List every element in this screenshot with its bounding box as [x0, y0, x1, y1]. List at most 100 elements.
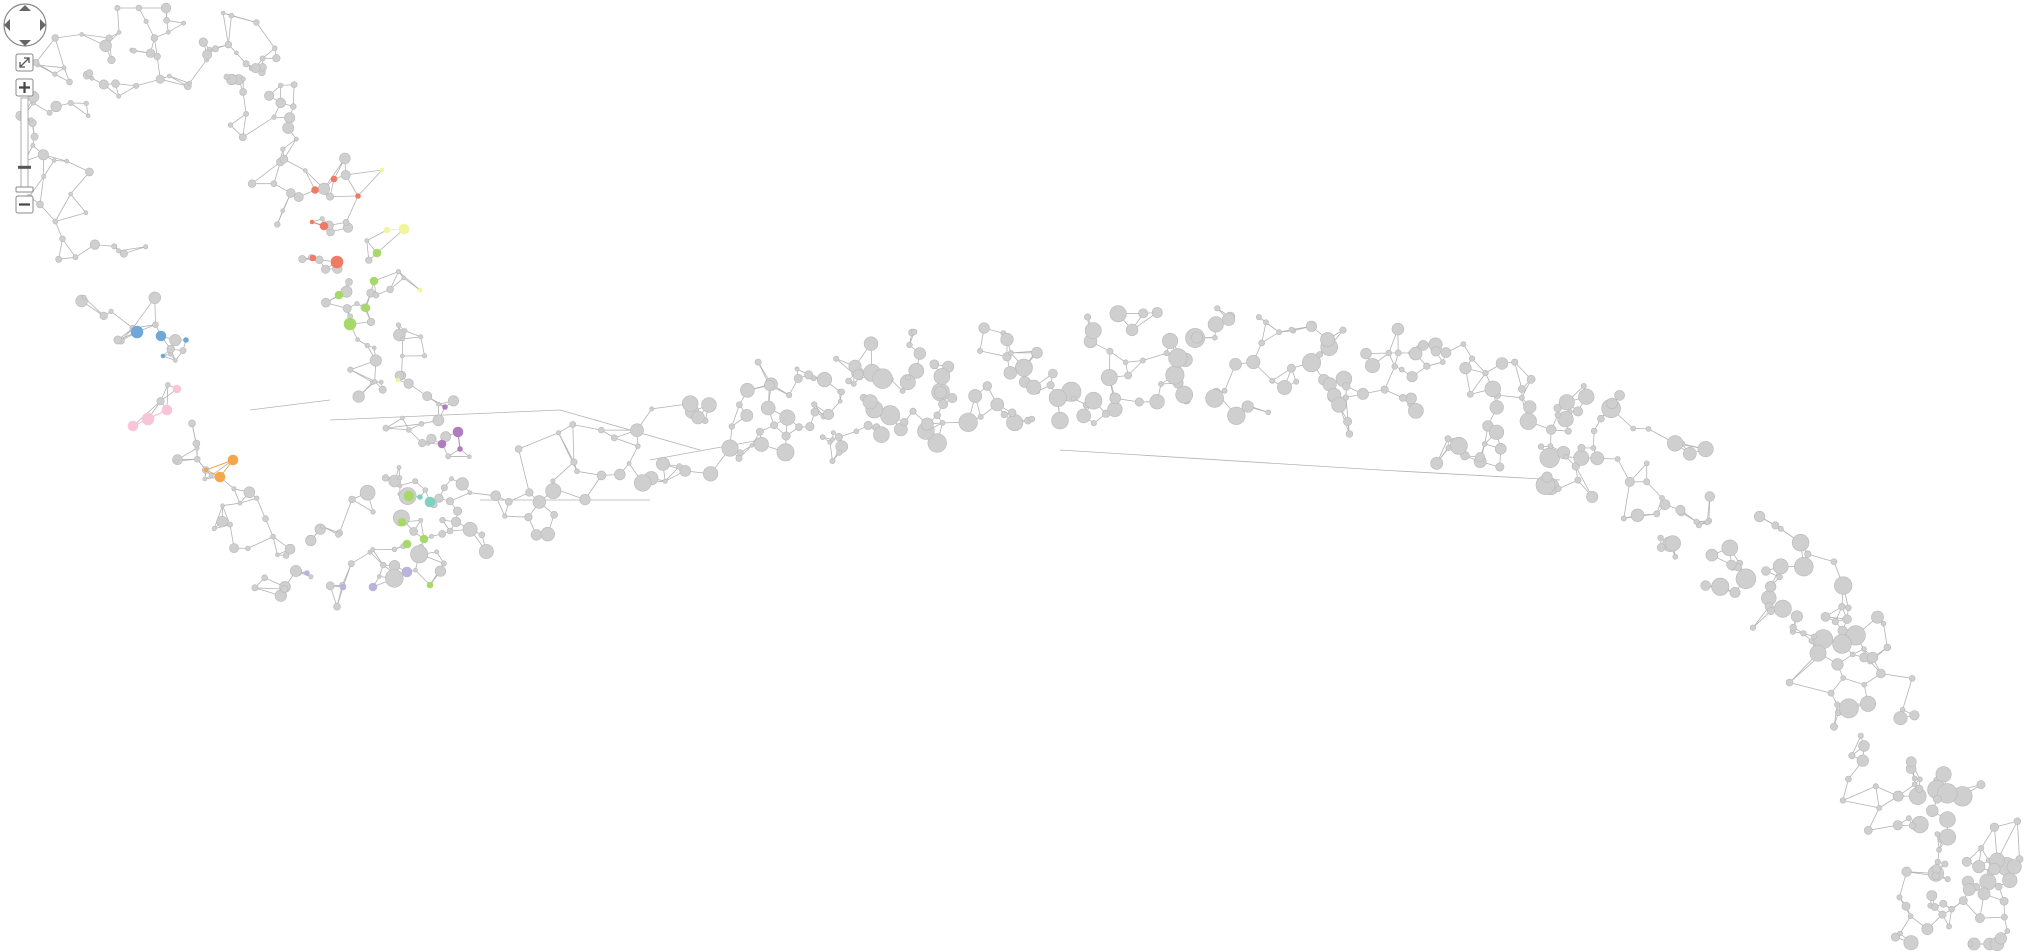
- graph-node-yellow[interactable]: [395, 377, 401, 383]
- graph-node[interactable]: [270, 533, 276, 540]
- graph-node[interactable]: [1573, 449, 1590, 466]
- graph-node[interactable]: [1845, 775, 1852, 783]
- graph-node[interactable]: [1830, 722, 1838, 731]
- graph-node[interactable]: [165, 29, 171, 35]
- graph-node[interactable]: [1979, 873, 1997, 891]
- graph-node[interactable]: [1101, 409, 1111, 418]
- graph-node[interactable]: [370, 509, 376, 515]
- graph-node[interactable]: [348, 495, 356, 504]
- graph-node[interactable]: [1735, 568, 1757, 589]
- graph-node[interactable]: [1320, 332, 1335, 347]
- graph-node[interactable]: [55, 255, 63, 263]
- graph-node[interactable]: [315, 255, 324, 264]
- graph-node[interactable]: [1109, 392, 1121, 404]
- graph-node[interactable]: [1989, 822, 1999, 832]
- graph-node[interactable]: [111, 79, 120, 88]
- graph-node[interactable]: [545, 482, 562, 499]
- graph-node[interactable]: [490, 490, 502, 502]
- graph-node[interactable]: [451, 516, 462, 528]
- graph-node[interactable]: [165, 382, 171, 388]
- graph-node[interactable]: [262, 515, 269, 523]
- graph-node[interactable]: [335, 531, 342, 538]
- graph-node[interactable]: [1939, 899, 1948, 908]
- graph-node[interactable]: [98, 79, 109, 90]
- graph-node[interactable]: [1518, 394, 1525, 401]
- graph-node[interactable]: [440, 560, 447, 567]
- graph-node[interactable]: [596, 470, 607, 481]
- graph-node[interactable]: [793, 373, 803, 383]
- graph-node[interactable]: [409, 527, 418, 536]
- graph-node[interactable]: [740, 382, 755, 398]
- graph-node[interactable]: [1976, 780, 1986, 789]
- graph-node[interactable]: [911, 328, 918, 336]
- graph-node[interactable]: [371, 345, 377, 351]
- graph-node[interactable]: [1258, 339, 1265, 347]
- graph-node[interactable]: [224, 40, 233, 49]
- graph-node[interactable]: [422, 391, 433, 402]
- graph-node[interactable]: [1857, 732, 1864, 739]
- graph-node[interactable]: [376, 574, 382, 579]
- graph-node[interactable]: [1931, 864, 1942, 874]
- graph-node-lime[interactable]: [369, 276, 379, 286]
- graph-node[interactable]: [370, 547, 376, 553]
- graph-node[interactable]: [1577, 443, 1586, 452]
- graph-node[interactable]: [1831, 658, 1844, 671]
- graph-node-yellow[interactable]: [417, 287, 423, 293]
- graph-node[interactable]: [1614, 390, 1625, 401]
- graph-node[interactable]: [2002, 872, 2018, 889]
- graph-node[interactable]: [1109, 305, 1127, 323]
- graph-node[interactable]: [1163, 350, 1170, 357]
- graph-node[interactable]: [395, 269, 401, 275]
- graph-node[interactable]: [1398, 366, 1405, 373]
- arrow-right-icon[interactable]: [40, 19, 46, 31]
- graph-node[interactable]: [1785, 678, 1794, 687]
- graph-node[interactable]: [1449, 436, 1468, 455]
- graph-node[interactable]: [160, 2, 172, 14]
- graph-node[interactable]: [900, 418, 909, 427]
- graph-node[interactable]: [1191, 331, 1203, 344]
- graph-node[interactable]: [1909, 710, 1920, 721]
- graph-node[interactable]: [1406, 371, 1418, 383]
- graph-node[interactable]: [282, 122, 295, 134]
- graph-node[interactable]: [1905, 815, 1912, 822]
- graph-node[interactable]: [320, 524, 325, 529]
- graph-node[interactable]: [434, 493, 444, 503]
- graph-node[interactable]: [781, 431, 791, 441]
- graph-node[interactable]: [72, 254, 79, 261]
- graph-node[interactable]: [2006, 859, 2022, 875]
- graph-node[interactable]: [1830, 558, 1838, 566]
- graph-node[interactable]: [1288, 326, 1295, 333]
- graph-node[interactable]: [439, 516, 446, 524]
- graph-node[interactable]: [1090, 420, 1097, 427]
- graph-node[interactable]: [810, 407, 820, 417]
- graph-node[interactable]: [1933, 794, 1942, 804]
- graph-node[interactable]: [837, 398, 843, 404]
- graph-node-pink[interactable]: [141, 412, 155, 426]
- graph-node[interactable]: [321, 264, 331, 274]
- graph-node[interactable]: [1766, 607, 1775, 615]
- graph-node[interactable]: [1276, 329, 1282, 336]
- graph-node[interactable]: [253, 19, 260, 26]
- graph-node[interactable]: [1777, 525, 1784, 532]
- graph-node[interactable]: [67, 100, 74, 107]
- graph-node[interactable]: [845, 377, 852, 385]
- graph-node[interactable]: [633, 474, 652, 492]
- graph-node[interactable]: [862, 394, 878, 410]
- graph-node[interactable]: [1555, 485, 1562, 492]
- graph-node[interactable]: [1827, 689, 1835, 697]
- graph-node[interactable]: [525, 488, 534, 497]
- graph-node[interactable]: [1630, 508, 1645, 522]
- graph-node[interactable]: [630, 423, 644, 438]
- graph-node[interactable]: [220, 10, 226, 16]
- graph-node[interactable]: [598, 426, 605, 434]
- graph-node[interactable]: [1342, 382, 1351, 391]
- graph-node[interactable]: [68, 191, 73, 197]
- graph-node[interactable]: [1867, 651, 1879, 663]
- graph-node[interactable]: [1645, 426, 1652, 432]
- fit-to-screen-button[interactable]: [15, 53, 34, 72]
- graph-node[interactable]: [229, 543, 239, 553]
- graph-node[interactable]: [852, 369, 864, 380]
- graph-node[interactable]: [1765, 580, 1777, 593]
- graph-node[interactable]: [1106, 347, 1114, 355]
- graph-node[interactable]: [413, 567, 418, 573]
